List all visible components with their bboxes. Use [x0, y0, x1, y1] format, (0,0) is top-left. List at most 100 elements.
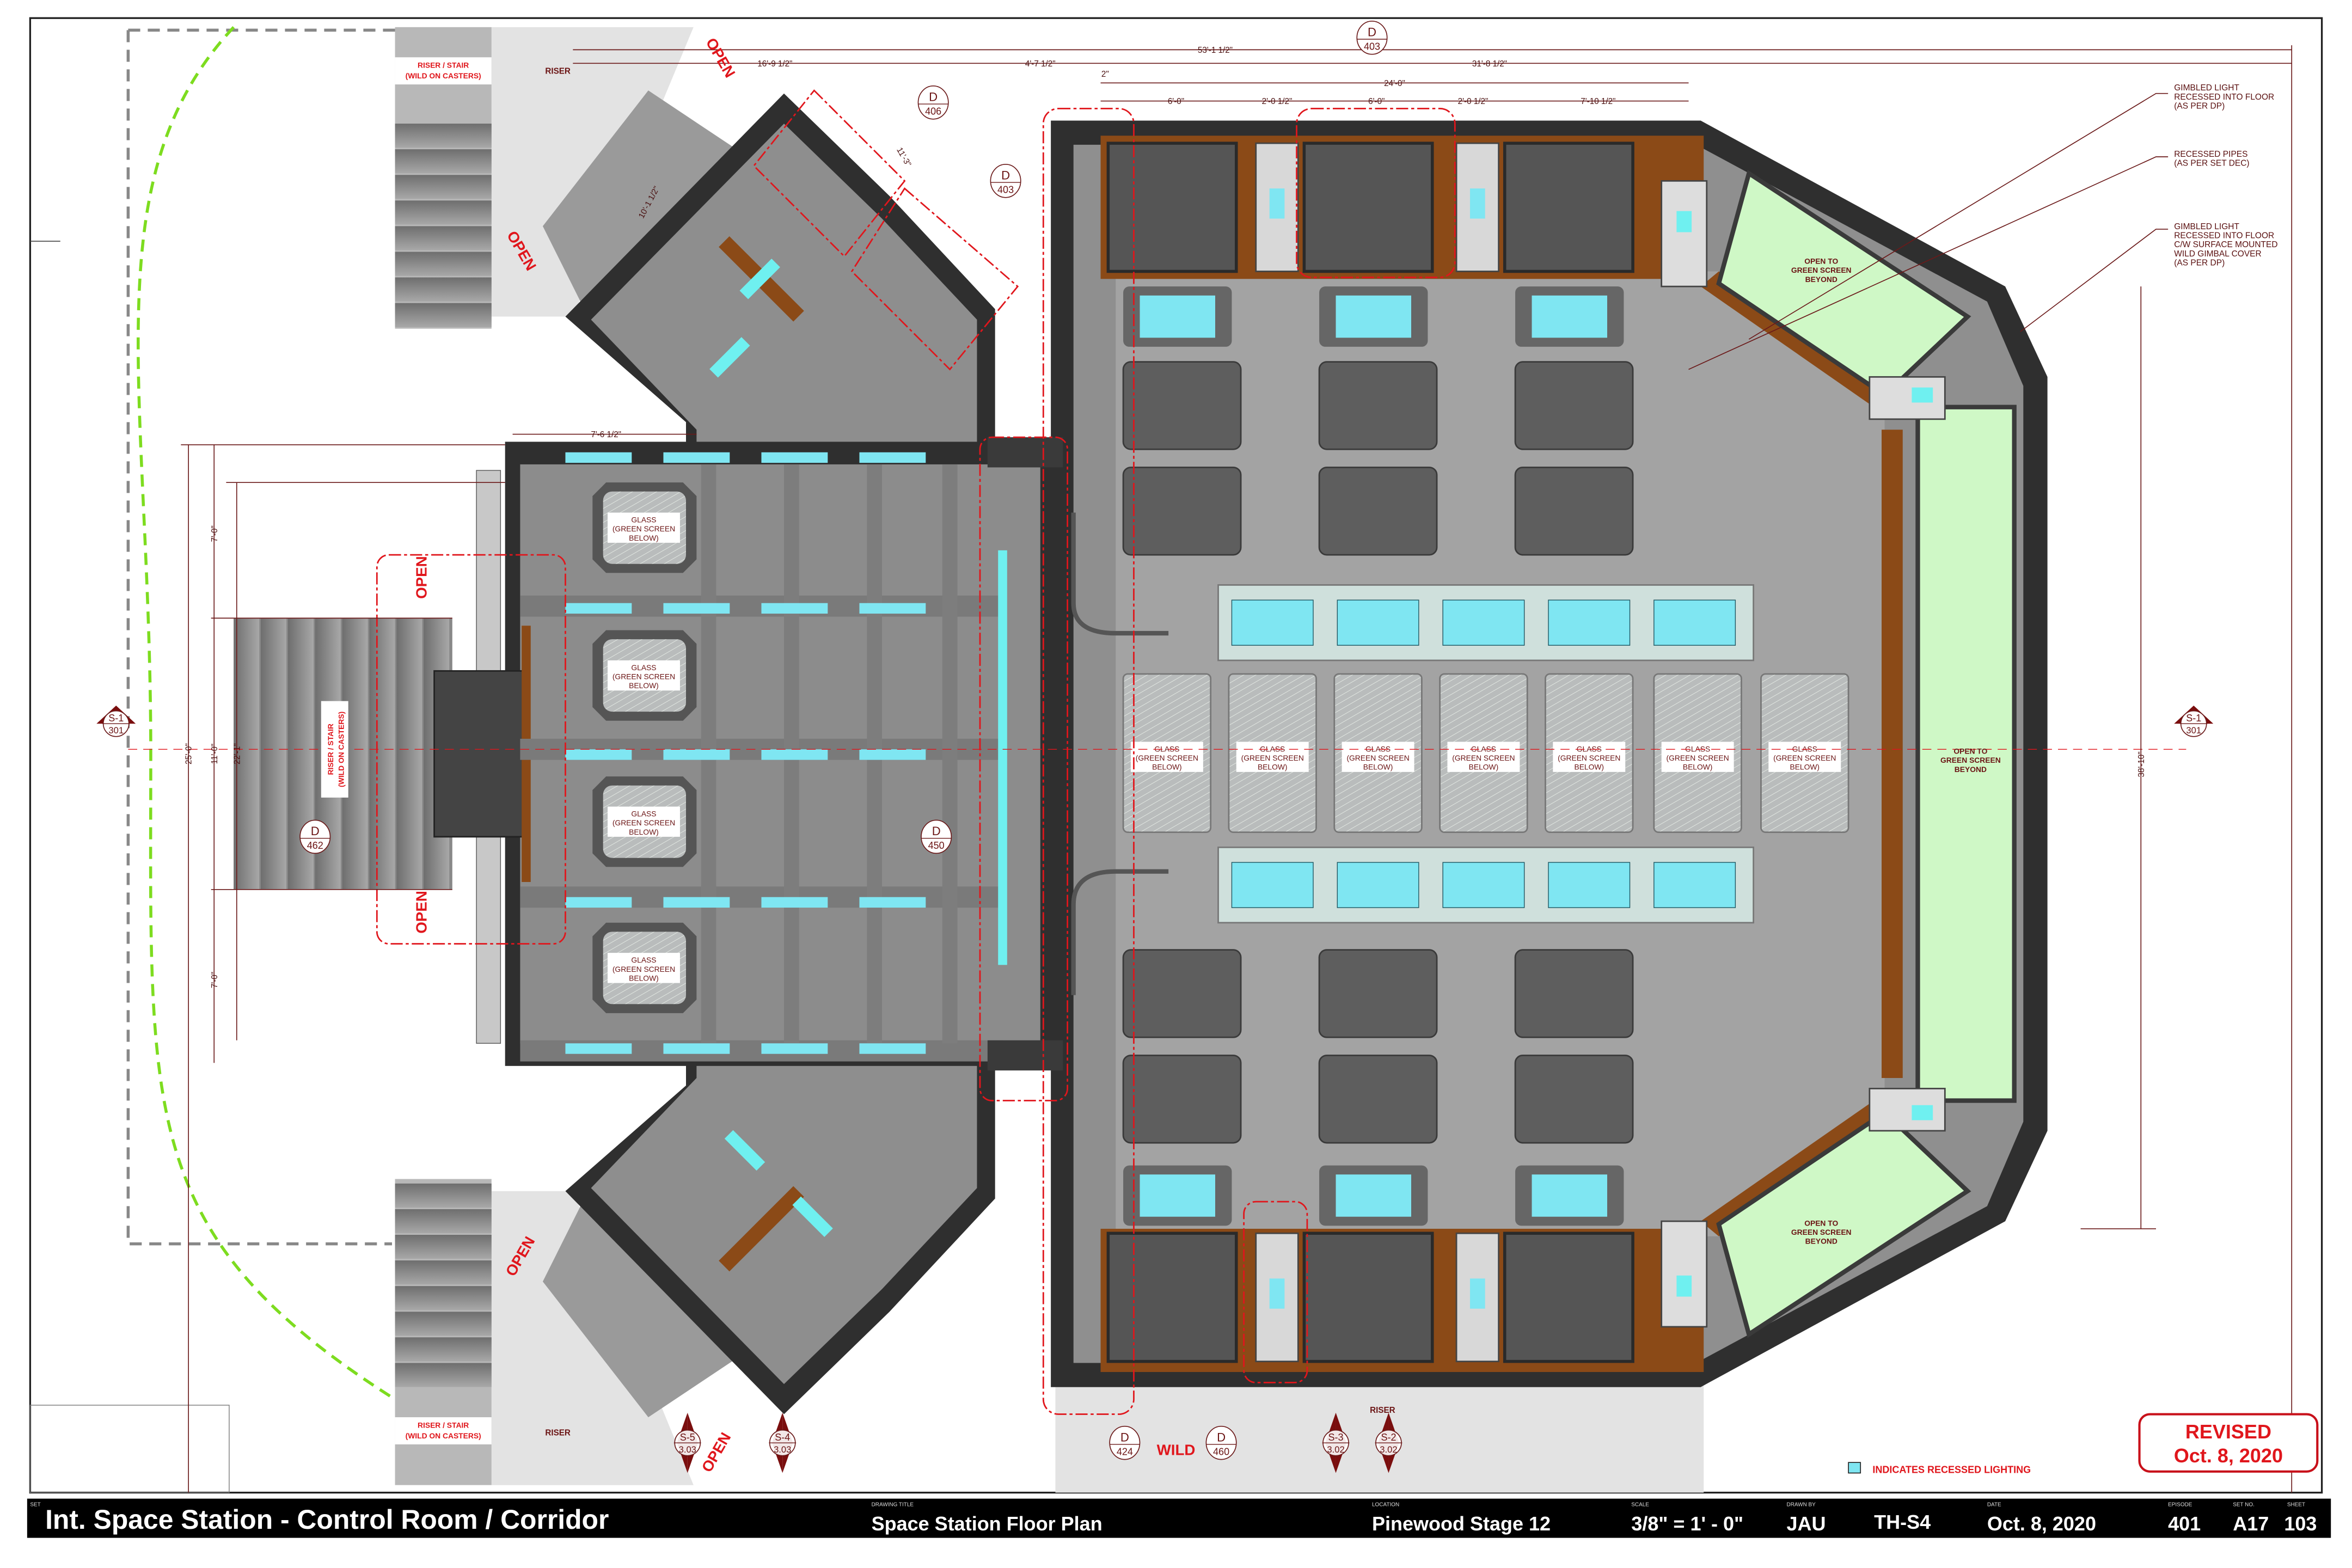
note-line: RECESSED INTO FLOOR — [2174, 93, 2274, 102]
recessed-light[interactable] — [859, 897, 926, 908]
recessed-light[interactable] — [663, 603, 730, 614]
dim-wing-diag-b: 11'-3" — [895, 146, 913, 168]
wing-wood-trim — [719, 1186, 804, 1272]
dim-corridor-depth: 7'-6 1/2" — [591, 430, 621, 439]
recessed-light[interactable] — [859, 749, 926, 760]
recessed-light[interactable] — [1337, 862, 1419, 908]
glass-label-line: (GREEN SCREEN — [1452, 754, 1515, 762]
recessed-light[interactable] — [761, 1043, 828, 1054]
recessed-light[interactable] — [663, 1043, 730, 1054]
revised-date: Oct. 8, 2020 — [2174, 1444, 2283, 1467]
floor-console — [1318, 361, 1438, 450]
recessed-light[interactable] — [663, 897, 730, 908]
callout-number: 450 — [928, 840, 945, 851]
corridor-wing-top-floor — [591, 124, 977, 452]
recessed-light[interactable] — [1336, 1174, 1411, 1217]
recessed-light[interactable] — [663, 749, 730, 760]
dim-gap-b: 2'-0 1/2" — [1458, 97, 1489, 106]
recessed-light[interactable] — [565, 452, 632, 463]
recessed-light[interactable] — [663, 452, 730, 463]
recessed-light[interactable] — [1548, 599, 1631, 646]
recessed-light[interactable] — [761, 897, 828, 908]
recessed-light[interactable] — [1336, 295, 1411, 338]
recessed-light[interactable] — [859, 452, 926, 463]
recessed-light[interactable] — [565, 1043, 632, 1054]
wing-light[interactable] — [724, 1130, 765, 1171]
corridor-connector — [987, 437, 1063, 468]
recessed-light[interactable] — [565, 897, 632, 908]
stair-step — [395, 1286, 492, 1310]
recessed-light[interactable] — [1337, 599, 1419, 646]
floor-console — [1318, 949, 1438, 1038]
recessed-light[interactable] — [565, 603, 632, 614]
glass-label-line: GLASS — [631, 810, 656, 818]
recessed-light[interactable] — [1548, 862, 1631, 908]
recessed-light[interactable] — [1470, 1278, 1485, 1309]
recessed-light[interactable] — [1653, 599, 1736, 646]
wing-light[interactable] — [739, 259, 780, 299]
recessed-light[interactable] — [1140, 1174, 1215, 1217]
recessed-light[interactable] — [761, 749, 828, 760]
open-to-green-label: OPEN TO GREEN SCREEN BEYOND — [1940, 747, 2001, 774]
recessed-light[interactable] — [1653, 862, 1736, 908]
date: Oct. 8, 2020 — [1987, 1512, 2096, 1535]
recessed-light[interactable] — [565, 749, 632, 760]
corridor-light-vertical[interactable] — [998, 550, 1007, 965]
gimbal-light-fixture — [1661, 180, 1708, 287]
legend-text: INDICATES RECESSED LIGHTING — [1872, 1465, 2031, 1475]
svg-text:BEYOND: BEYOND — [1955, 765, 1987, 774]
note-line: (AS PER SET DEC) — [2174, 159, 2249, 168]
recessed-pipe — [1071, 512, 1169, 636]
recessed-light[interactable] — [1470, 188, 1485, 219]
section-marker[interactable]: S-53.03 — [673, 1412, 701, 1473]
dim-corridor-side-bottom: 7'-0" — [210, 972, 219, 988]
console-bay — [1302, 142, 1434, 273]
section-marker[interactable]: S-43.03 — [769, 1412, 797, 1473]
gimbal-light-fixture — [1869, 376, 1946, 420]
recessed-light[interactable] — [1231, 599, 1314, 646]
recessed-light[interactable] — [761, 603, 828, 614]
wing-light[interactable] — [709, 337, 750, 378]
recessed-light[interactable] — [1231, 862, 1314, 908]
recessed-light[interactable] — [1442, 599, 1525, 646]
stair-step — [396, 618, 422, 890]
dim-corridor-mid: 11'-0" — [210, 744, 219, 764]
note-line: C/W SURFACE MOUNTED — [2174, 240, 2277, 249]
recessed-light[interactable] — [1269, 188, 1285, 219]
note-line: (AS PER DP) — [2174, 258, 2225, 267]
section-marker[interactable]: S-33.02 — [1322, 1412, 1350, 1473]
recessed-light[interactable] — [859, 603, 926, 614]
section-marker[interactable]: S-23.02 — [1375, 1412, 1402, 1473]
location: Pinewood Stage 12 — [1372, 1512, 1551, 1535]
recessed-light[interactable] — [1442, 862, 1525, 908]
glass-label-line: BELOW) — [1152, 763, 1182, 771]
callout-number: 424 — [1117, 1446, 1133, 1457]
wood-trim-right — [1882, 430, 1903, 1079]
recessed-light[interactable] — [1140, 295, 1215, 338]
callout-number: 460 — [1213, 1446, 1229, 1457]
callout-number: 403 — [997, 184, 1014, 195]
callout-letter: D — [311, 824, 320, 838]
recessed-light[interactable] — [1532, 1174, 1607, 1217]
wing-light[interactable] — [792, 1196, 833, 1237]
recessed-light[interactable] — [1532, 295, 1607, 338]
svg-text:GREEN SCREEN: GREEN SCREEN — [1791, 1228, 1852, 1236]
recessed-light[interactable] — [859, 1043, 926, 1054]
glass-label-line: BELOW) — [1790, 763, 1820, 771]
glass-label-line: (GREEN SCREEN — [612, 524, 675, 533]
dim-overall-width: 53'-1 1/2" — [1198, 46, 1233, 55]
recessed-light[interactable] — [1269, 1278, 1285, 1309]
scale-label: SCALE — [1631, 1502, 1649, 1508]
corridor-end-door — [433, 670, 529, 838]
recessed-light[interactable] — [761, 452, 828, 463]
